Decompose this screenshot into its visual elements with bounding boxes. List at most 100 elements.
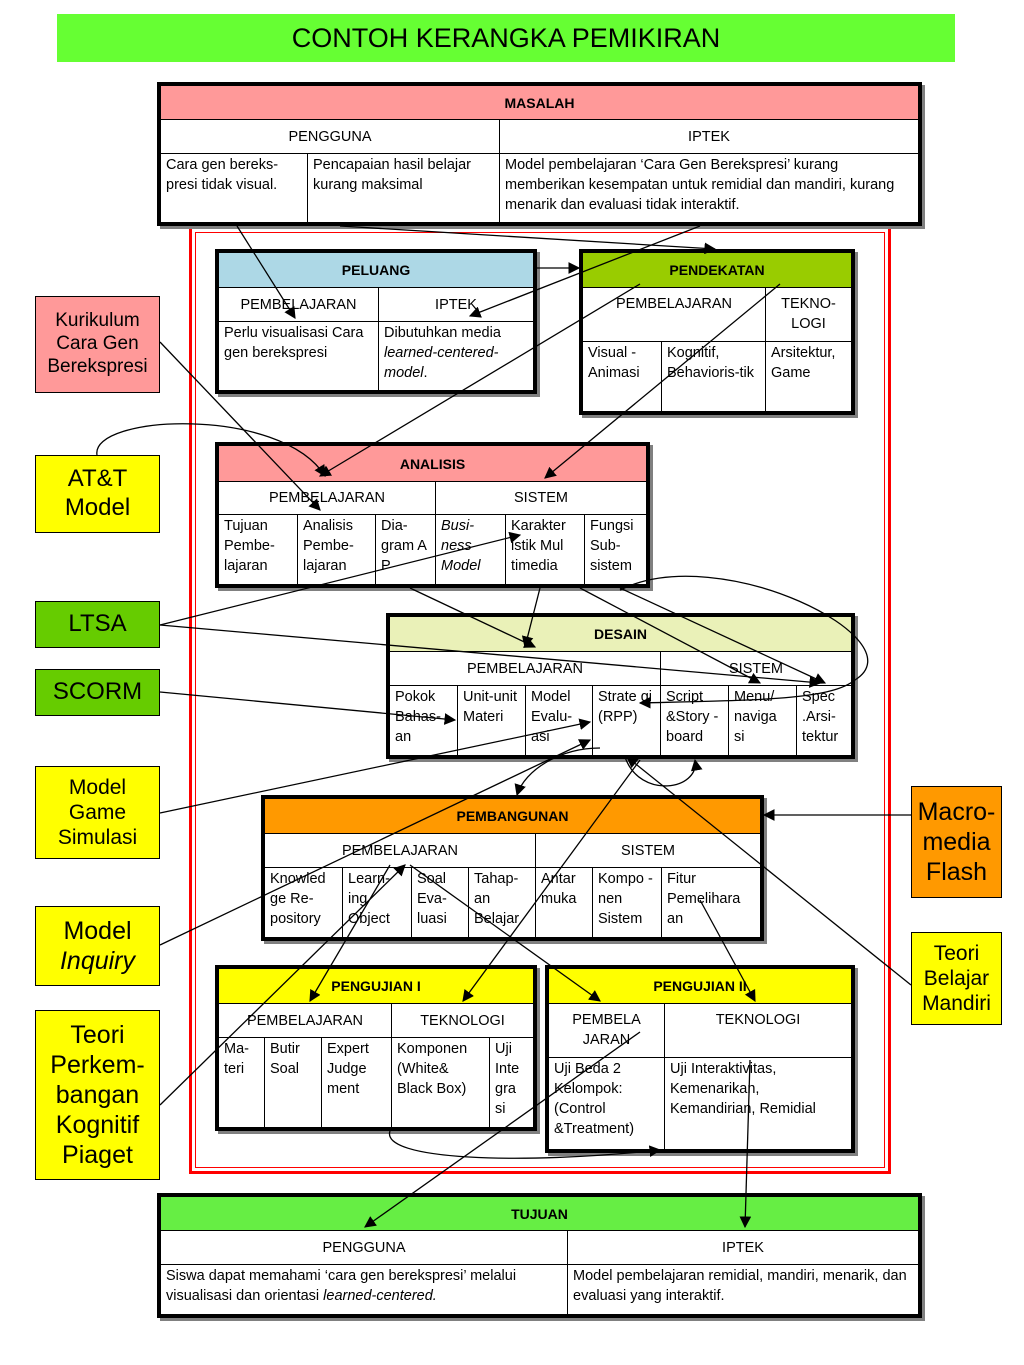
side-text: bangan: [55, 1081, 140, 1109]
peluang-cell-text: Dibutuhkan media: [384, 325, 501, 341]
pembangunan-header: PEMBANGUNAN: [264, 798, 761, 834]
pembangunan-sistem-label: SISTEM: [535, 833, 761, 868]
side-scorm: SCORM: [35, 669, 160, 716]
peluang-block: PELUANG PEMBELAJARAN IPTEK Perlu visuali…: [215, 249, 537, 394]
pengujian1-cell: Expert Judge ment: [321, 1037, 392, 1128]
pendekatan-block: PENDEKATAN PEMBELAJARAN TEKNO-LOGI Visua…: [579, 249, 855, 415]
side-text: Perkem-: [50, 1051, 145, 1079]
masalah-iptek-label: IPTEK: [499, 119, 919, 154]
analisis-cell: Analisis Pembe-lajaran: [297, 514, 376, 585]
side-text: Belajar: [923, 966, 990, 990]
pengujian1-cell: Ma-teri: [218, 1037, 265, 1128]
pembangunan-cell: Soal Eva-luasi: [411, 867, 469, 938]
tujuan-iptek-label: IPTEK: [567, 1230, 919, 1265]
side-text: Model: [68, 775, 127, 799]
peluang-cell: Dibutuhkan media learned-centered-model.: [378, 321, 534, 391]
side-text: SCORM: [52, 678, 143, 706]
side-text: LTSA: [68, 610, 127, 638]
side-ltsa: LTSA: [35, 601, 160, 648]
tujuan-cell: Model pembelajaran remidial, mandiri, me…: [567, 1264, 919, 1315]
peluang-cell-italic: learned-centered-model: [384, 345, 499, 381]
tujuan-header: TUJUAN: [160, 1196, 919, 1231]
pendekatan-header: PENDEKATAN: [582, 252, 852, 288]
side-text: Model: [64, 494, 131, 521]
pembangunan-cell: Kompo -nen Sistem: [592, 867, 662, 938]
masalah-cell: Cara gen bereks-presi tidak visual.: [160, 153, 308, 223]
pengujian1-cell: Butir Soal: [264, 1037, 322, 1128]
pendekatan-cell: Kognitif, Behavioris-tik: [661, 341, 766, 412]
pengujian2-pembelajaran-label: PEMBELA JARAN: [548, 1003, 665, 1058]
side-text: Game: [68, 800, 127, 824]
side-text: Teori: [933, 941, 980, 965]
desain-sistem-label: SISTEM: [660, 651, 852, 686]
peluang-iptek-label: IPTEK: [378, 287, 534, 322]
pengujian1-block: PENGUJIAN I PEMBELAJARAN TEKNOLOGI Ma-te…: [215, 965, 537, 1131]
tujuan-cell-italic: learned-centered.: [323, 1288, 437, 1304]
side-text: Teori: [70, 1021, 125, 1049]
pembangunan-block: PEMBANGUNAN PEMBELAJARAN SISTEM Knowled …: [261, 795, 764, 941]
side-text: media: [922, 828, 991, 856]
analisis-sistem-label: SISTEM: [435, 481, 647, 515]
pengujian2-cell: Uji Beda 2 Kelompok: (Control &Treatment…: [548, 1057, 665, 1150]
page-title: CONTOH KERANGKA PEMIKIRAN: [57, 14, 955, 62]
pembangunan-cell: Learn-ing Object: [342, 867, 412, 938]
desain-block: DESAIN PEMBELAJARAN SISTEM Pokok Bahas-a…: [386, 613, 855, 759]
side-text: Inquiry: [59, 947, 136, 975]
side-text: Kurikulum: [55, 310, 140, 332]
analisis-cell: Tujuan Pembe-lajaran: [218, 514, 298, 585]
side-text: Model: [63, 917, 132, 945]
masalah-header: MASALAH: [160, 85, 919, 120]
pengujian1-cell: Komponen (White& Black Box): [391, 1037, 490, 1128]
analisis-header: ANALISIS: [218, 445, 647, 482]
masalah-pengguna-label: PENGGUNA: [160, 119, 500, 154]
side-text: Macro-: [917, 798, 996, 826]
pengujian1-pembelajaran-label: PEMBELAJARAN: [218, 1003, 392, 1038]
side-text: AT&T: [67, 465, 128, 493]
desain-cell: Script &Story -board: [660, 685, 729, 756]
pengujian1-teknologi-label: TEKNOLOGI: [391, 1003, 534, 1038]
side-text: Flash: [925, 858, 988, 886]
analisis-block: ANALISIS PEMBELAJARAN SISTEM Tujuan Pemb…: [215, 442, 650, 588]
masalah-cell: Model pembelajaran ‘Cara Gen Berekspresi…: [499, 153, 919, 223]
side-text: Piaget: [62, 1141, 133, 1169]
analisis-cell: Karakter istik Mul timedia: [505, 514, 585, 585]
desain-cell: Model Evalu-asi: [525, 685, 593, 756]
pembangunan-pembelajaran-label: PEMBELAJARAN: [264, 833, 536, 868]
desain-cell: Pokok Bahas-an: [389, 685, 458, 756]
pengujian2-cell: Uji Interaktivitas, Kemenarikan, Kemandi…: [664, 1057, 852, 1150]
side-text: Berekspresi: [47, 355, 148, 377]
tujuan-pengguna-label: PENGGUNA: [160, 1230, 568, 1265]
peluang-cell-end: .: [423, 365, 428, 381]
pembangunan-cell: Antar muka: [535, 867, 593, 938]
desain-header: DESAIN: [389, 616, 852, 652]
analisis-pembelajaran-label: PEMBELAJARAN: [218, 481, 436, 515]
pembangunan-cell: Tahap-an Belajar: [468, 867, 536, 938]
pengujian2-teknologi-label: TEKNOLOGI: [664, 1003, 852, 1058]
peluang-cell: Perlu visualisasi Cara gen berekspresi: [218, 321, 379, 391]
desain-cell: Spec .Arsi-tektur: [796, 685, 852, 756]
desain-cell: Menu/ naviga si: [728, 685, 797, 756]
analisis-cell: Fungsi Sub-sistem: [584, 514, 647, 585]
desain-pembelajaran-label: PEMBELAJARAN: [389, 651, 661, 686]
pembangunan-cell: Fitur Pemelihara an: [661, 867, 761, 938]
masalah-block: MASALAH PENGGUNA IPTEK Cara gen bereks-p…: [157, 82, 922, 226]
pendekatan-cell: Arsitektur, Game: [765, 341, 852, 412]
desain-cell: Unit-unit Materi: [457, 685, 526, 756]
pengujian2-block: PENGUJIAN II PEMBELA JARAN TEKNOLOGI Uji…: [545, 965, 855, 1153]
analisis-cell: Dia-gram A P: [375, 514, 436, 585]
pendekatan-teknologi-label: TEKNO-LOGI: [765, 287, 852, 342]
pendekatan-pembelajaran-label: PEMBELAJARAN: [582, 287, 766, 342]
analisis-cell: Busi-ness Model: [435, 514, 506, 585]
side-text: Mandiri: [922, 992, 991, 1016]
pendekatan-cell: Visual - Animasi: [582, 341, 662, 412]
pembangunan-cell: Knowled ge Re-pository: [264, 867, 343, 938]
peluang-header: PELUANG: [218, 252, 534, 288]
side-text: Kognitif: [55, 1111, 140, 1139]
